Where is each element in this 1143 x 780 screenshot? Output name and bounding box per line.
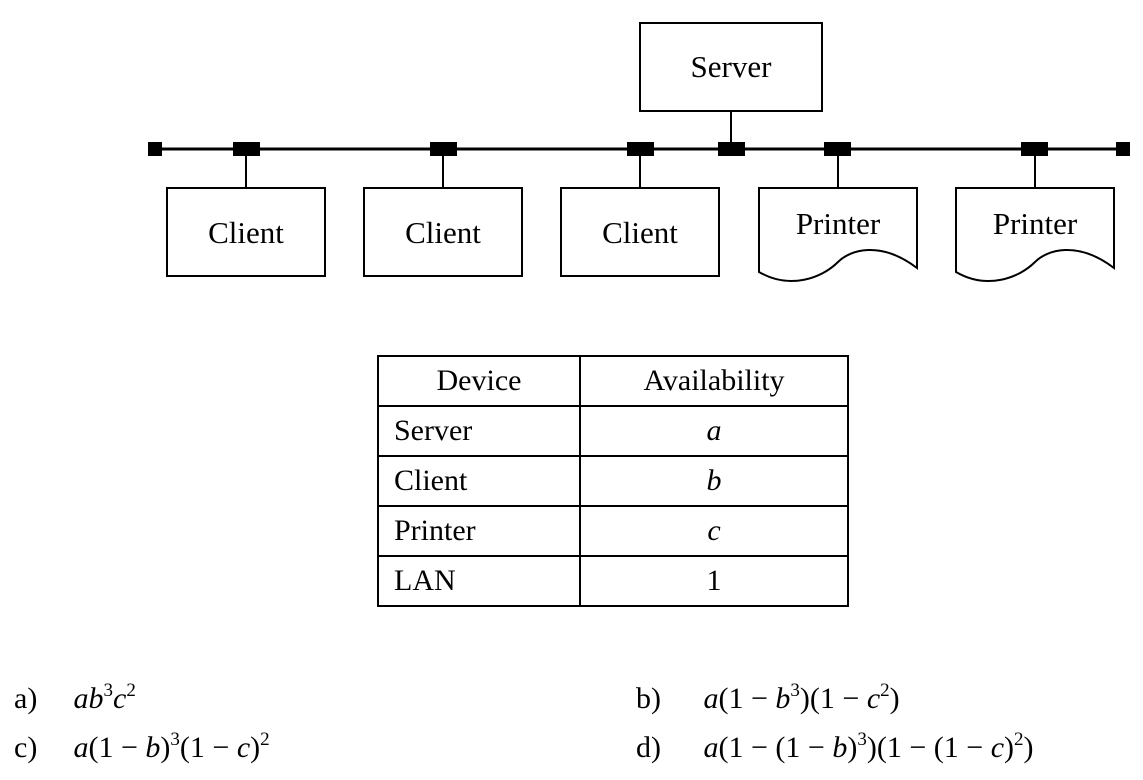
client-box (166, 187, 326, 277)
device-cell: Client (377, 455, 581, 507)
header-device: Device (377, 355, 581, 407)
answer-option-b[interactable]: b) a(1 − b3)(1 − c2) (636, 680, 900, 716)
server-tap (718, 142, 745, 156)
printer-shape (955, 187, 1115, 282)
option-label: c) (14, 731, 38, 764)
option-expression: a(1 − b)3(1 − c)2 (73, 729, 270, 764)
option-expression: a(1 − b3)(1 − c2) (703, 680, 900, 715)
option-expression: a(1 − (1 − b)3)(1 − (1 − c)2) (703, 729, 1034, 764)
answer-option-a[interactable]: a) ab3c2 (14, 680, 136, 716)
device-cell: Printer (377, 505, 581, 557)
client-box (363, 187, 523, 277)
option-label: a) (14, 682, 38, 715)
server-label: Server (691, 49, 773, 84)
table-row: Client b (377, 455, 849, 507)
answer-option-d[interactable]: d) a(1 − (1 − b)3)(1 − (1 − c)2) (636, 729, 1034, 765)
bus-terminator-right (1116, 142, 1130, 156)
device-cell: Server (377, 405, 581, 457)
header-availability: Availability (579, 355, 849, 407)
option-label: d) (636, 731, 661, 764)
option-label: b) (636, 682, 661, 715)
client-label: Client (405, 215, 481, 250)
table-row: LAN 1 (377, 555, 849, 607)
availability-cell: b (579, 455, 849, 507)
client-label: Client (208, 215, 284, 250)
availability-table: Device Availability Server a Client b Pr… (377, 355, 849, 607)
table-row: Server a (377, 405, 849, 457)
client-box (560, 187, 720, 277)
availability-cell: c (579, 505, 849, 557)
table-header-row: Device Availability (377, 355, 849, 407)
bus-terminator-left (148, 142, 162, 156)
answer-option-c[interactable]: c) a(1 − b)3(1 − c)2 (14, 729, 270, 765)
option-expression: ab3c2 (73, 680, 136, 715)
client-label: Client (602, 215, 678, 250)
network-diagram: Server Client Client Client Printer Prin… (148, 22, 1130, 282)
device-cell: LAN (377, 555, 581, 607)
printer-shape (758, 187, 918, 282)
printer-label: Printer (796, 206, 881, 241)
printer-label: Printer (993, 206, 1078, 241)
table-row: Printer c (377, 505, 849, 557)
availability-cell: a (579, 405, 849, 457)
availability-cell: 1 (579, 555, 849, 607)
